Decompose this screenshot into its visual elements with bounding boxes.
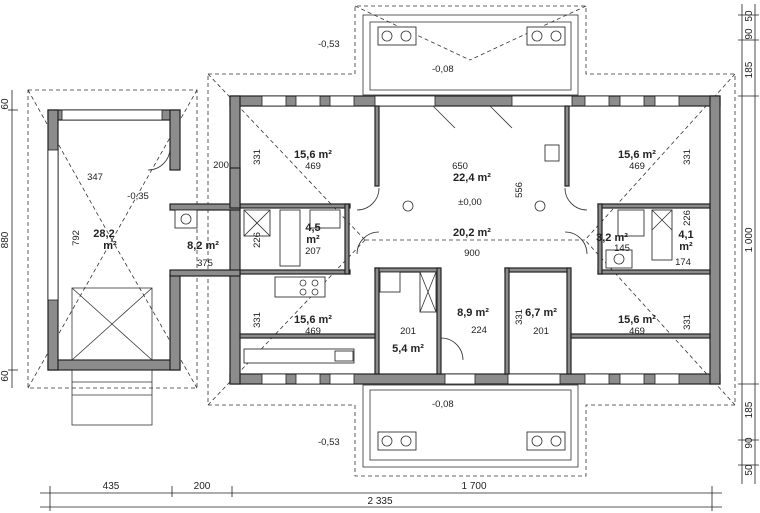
dim-r185-top: 185: [744, 61, 755, 78]
dim-200: 200: [213, 160, 229, 171]
bottom-dimension-chain: 435 200 1 700 2 335: [40, 481, 722, 511]
doors: [147, 105, 588, 361]
dim-1700: 1 700: [461, 481, 486, 492]
level-terrace-bottom: -0,08: [432, 399, 454, 410]
dim-r50-top: 50: [744, 10, 755, 22]
area-garage: 28,2: [93, 228, 114, 240]
dim-v7: 226: [252, 232, 263, 248]
dim-ne: 469: [629, 161, 645, 172]
area-sw: 15,6 m²: [294, 314, 332, 326]
fixtures: [174, 144, 673, 364]
area-living: 20,2 m²: [453, 227, 491, 239]
right-dimension-chain: 50 90 185 1 000 185 90 50: [738, 4, 759, 484]
dim-r90-bot: 90: [744, 437, 755, 449]
area-ne: 15,6 m²: [618, 149, 656, 161]
roof-outline: [27, 5, 736, 477]
dim-v1: 331: [252, 149, 263, 165]
vertical-dims: 331 331 331 331 331 556 226 226 792: [71, 149, 693, 330]
main-walls: [229, 95, 721, 385]
dim-sw: 469: [305, 326, 321, 337]
area-kitchen: 8,9 m²: [457, 307, 489, 319]
dim-v4: 331: [682, 314, 693, 330]
dim-corridor: 375: [197, 258, 213, 269]
dim-v3: 331: [252, 312, 263, 328]
dim-kitchen: 224: [471, 325, 487, 336]
level-floor: ±0,00: [458, 197, 482, 208]
dim-bath: 207: [305, 246, 321, 257]
dim-bath-e: 145: [614, 243, 630, 254]
area-se: 15,6 m²: [618, 314, 656, 326]
dim-storage: 201: [400, 326, 416, 337]
dim-se: 469: [629, 326, 645, 337]
dim-200-bottom: 200: [194, 481, 211, 492]
area-central: 22,4 m²: [453, 172, 491, 184]
terrace-north: [362, 14, 579, 96]
area-storage: 5,4 m²: [392, 343, 424, 355]
dim-2335: 2 335: [367, 496, 392, 507]
area-bath: 4,5: [305, 222, 320, 234]
dim-l60-bot: 60: [0, 370, 11, 382]
dim-r50-bot: 50: [744, 464, 755, 476]
area-bath-e: 3,2 m²: [596, 232, 628, 244]
dim-v5: 331: [514, 309, 525, 325]
dim-store2: 201: [533, 326, 549, 337]
level-terrace-top: -0,08: [432, 64, 454, 75]
dim-r185-bot: 185: [744, 401, 755, 418]
dim-435: 435: [103, 481, 120, 492]
level-markers: -0,53 -0,08 -0,08 -0,53: [318, 39, 454, 448]
dim-wc-e: 174: [675, 257, 691, 268]
unit-bath: m²: [306, 234, 320, 246]
dim-v6: 556: [514, 182, 525, 198]
dim-v8: 226: [682, 210, 693, 226]
terrace-south: [362, 384, 579, 468]
level-garage: -0,35: [127, 191, 149, 202]
dim-garage: 347: [87, 172, 103, 183]
unit-garage: m²: [103, 240, 117, 252]
left-dimension-chain: 60 880 60: [0, 90, 18, 388]
level-outer-top: -0,53: [318, 39, 340, 50]
garage-walls: [47, 109, 241, 426]
area-wc-e: 4,1: [678, 229, 693, 241]
dim-l880: 880: [0, 231, 11, 248]
area-nw: 15,6 m²: [294, 149, 332, 161]
dim-r90-top: 90: [744, 28, 755, 40]
dim-v2: 331: [682, 149, 693, 165]
area-store2: 6,7 m²: [525, 307, 557, 319]
dim-nw: 469: [305, 161, 321, 172]
dim-central: 650: [452, 161, 468, 172]
unit-wc-e: m²: [679, 241, 693, 253]
level-outer-bottom: -0,53: [318, 437, 340, 448]
dim-r1000: 1 000: [744, 227, 755, 252]
area-corridor: 8,2 m²: [187, 240, 219, 252]
dim-living: 900: [464, 248, 480, 259]
room-labels: 15,6 m² 469 15,6 m² 469 650 22,4 m² ±0,0…: [87, 149, 694, 355]
dim-v9: 792: [71, 230, 82, 246]
dim-l60-top: 60: [0, 98, 11, 110]
